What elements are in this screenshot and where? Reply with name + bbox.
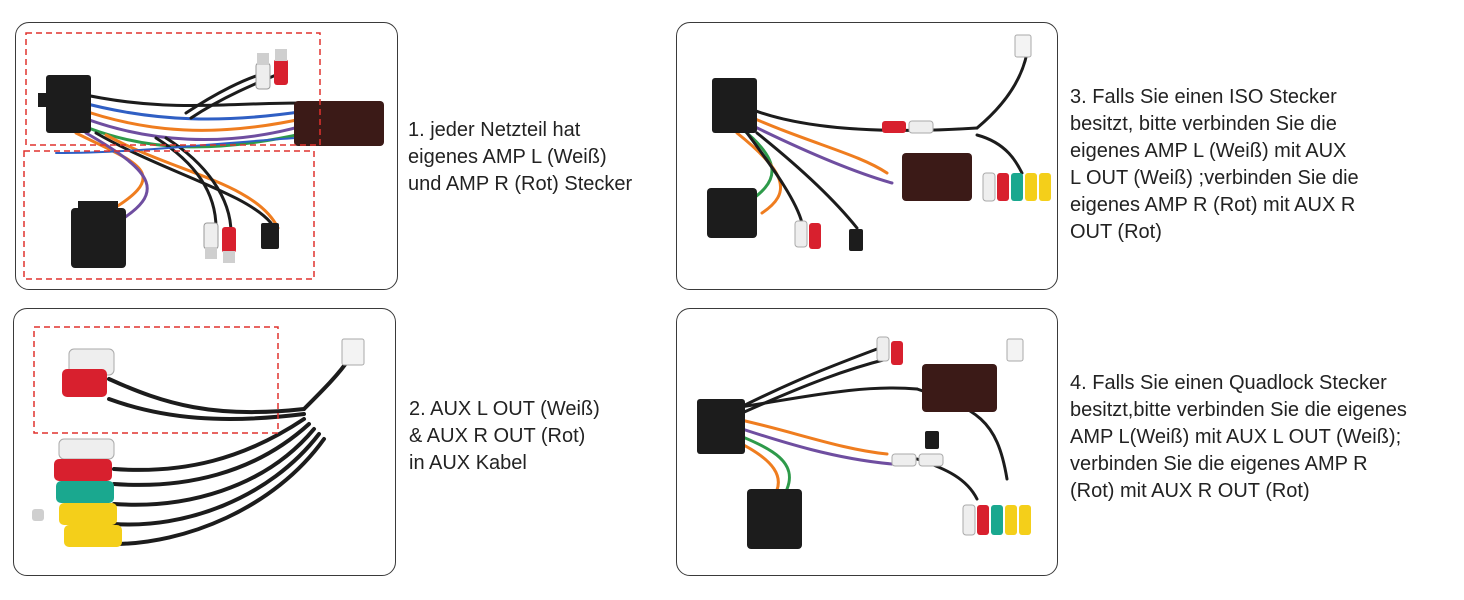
caption-line: eigenes AMP L (Weiß) mit AUX (1070, 140, 1347, 162)
caption-line: 4. Falls Sie einen Quadlock Stecker (1070, 372, 1387, 394)
caption-line: AMP L(Weiß) mit AUX L OUT (Weiß); (1070, 426, 1402, 448)
iso-connection-photo (707, 34, 1051, 251)
caption-line: eigenes AMP R (Rot) mit AUX R (1070, 194, 1356, 216)
photo-panel-4 (676, 308, 1058, 576)
caption-line: 2. AUX L OUT (Weiß) (409, 398, 600, 420)
wiring-harness-photo-1 (23, 32, 384, 280)
caption-line: OUT (Rot) (1070, 221, 1162, 243)
caption-line: eigenes AMP L (Weiß) (408, 146, 607, 168)
photo-panel-3 (676, 22, 1058, 290)
caption-line: (Rot) mit AUX R OUT (Rot) (1070, 480, 1310, 502)
caption-line: 1. jeder Netzteil hat (408, 119, 581, 141)
caption-line: L OUT (Weiß) ;verbinden Sie die (1070, 167, 1359, 189)
caption-2: 2. AUX L OUT (Weiß) & AUX R OUT (Rot) in… (409, 396, 600, 477)
caption-line: besitzt, bitte verbinden Sie die (1070, 113, 1337, 135)
highlight-box (23, 150, 315, 280)
caption-line: besitzt,bitte verbinden Sie die eigenes (1070, 399, 1407, 421)
caption-line: und AMP R (Rot) Stecker (408, 173, 633, 195)
highlight-box (25, 32, 321, 146)
caption-line: 3. Falls Sie einen ISO Stecker (1070, 86, 1337, 108)
photo-panel-1 (15, 22, 398, 290)
quadlock-connection-photo (697, 336, 1031, 549)
caption-line: in AUX Kabel (409, 452, 527, 474)
caption-3: 3. Falls Sie einen ISO Stecker besitzt, … (1070, 84, 1359, 246)
caption-line: verbinden Sie die eigenes AMP R (1070, 453, 1368, 475)
caption-line: & AUX R OUT (Rot) (409, 425, 586, 447)
highlight-box (33, 326, 279, 434)
caption-1: 1. jeder Netzteil hat eigenes AMP L (Wei… (408, 117, 632, 198)
caption-4: 4. Falls Sie einen Quadlock Stecker besi… (1070, 370, 1407, 505)
aux-cable-photo (32, 326, 365, 547)
photo-panel-2 (13, 308, 396, 576)
